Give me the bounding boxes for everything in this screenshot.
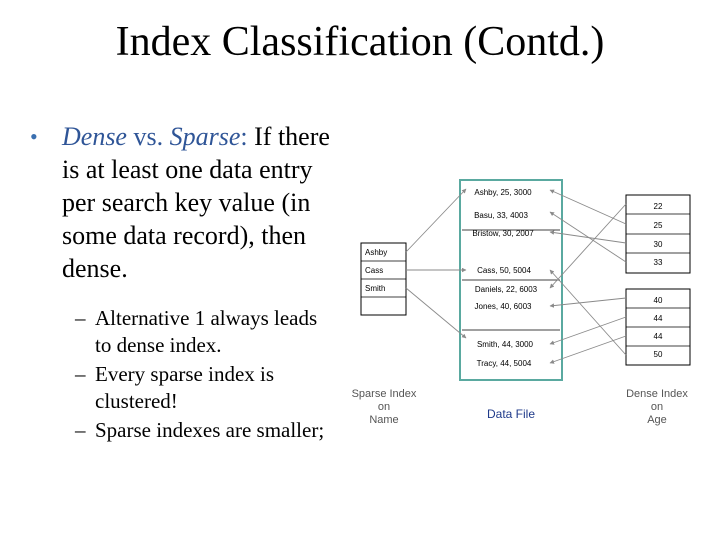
- sparse-entry: Ashby: [365, 248, 387, 257]
- bullet-block: • Dense vs. Sparse: If there is at least…: [30, 120, 330, 446]
- dense-entry: 44: [654, 332, 663, 341]
- dense-index-label: Dense Index: [626, 388, 688, 400]
- dense-index-label: on: [651, 401, 663, 413]
- dense-entry: 30: [654, 240, 663, 249]
- dense-pointer-arrows: [549, 189, 627, 364]
- sub-bullet: –Alternative 1 always leads to dense ind…: [75, 306, 318, 357]
- bullet-text: If there is at least one data entry per …: [62, 122, 330, 283]
- data-record: Smith, 44, 3000: [477, 340, 534, 349]
- term-dense: Dense: [62, 122, 127, 151]
- dense-entry: 40: [654, 296, 663, 305]
- vs-text: vs.: [126, 122, 170, 151]
- main-bullet: • Dense vs. Sparse: If there is at least…: [30, 120, 330, 285]
- term-sparse: Sparse: [169, 122, 241, 151]
- data-record: Cass, 50, 5004: [477, 266, 531, 275]
- dense-entry: 33: [654, 258, 663, 267]
- data-record: Basu, 33, 4003: [474, 211, 528, 220]
- dense-entry: 22: [654, 202, 663, 211]
- dense-entry: 25: [654, 221, 663, 230]
- sparse-index-label: on: [378, 401, 390, 413]
- dense-entry: 44: [654, 314, 663, 323]
- sub-bullet: –Every sparse index is clustered!: [75, 362, 275, 413]
- sparse-pointer-arrows: [405, 188, 467, 339]
- sub-bullet-list: –Alternative 1 always leads to dense ind…: [30, 305, 330, 444]
- data-record: Daniels, 22, 6003: [475, 285, 538, 294]
- sparse-index-label: Sparse Index: [352, 388, 417, 400]
- sparse-entry: Smith: [365, 284, 385, 293]
- dense-entry: 50: [654, 350, 663, 359]
- data-record: Tracy, 44, 5004: [477, 359, 532, 368]
- data-record: Jones, 40, 6003: [475, 302, 532, 311]
- slide-title: Index Classification (Contd.): [115, 19, 605, 65]
- data-file-label: Data File: [487, 407, 535, 421]
- sparse-entry: Cass: [365, 266, 383, 275]
- data-record: Ashby, 25, 3000: [474, 188, 532, 197]
- sub-bullet: –Sparse indexes are smaller;: [75, 418, 325, 442]
- colon-text: :: [240, 122, 248, 151]
- data-record: Bristow, 30, 2007: [472, 229, 534, 238]
- bullet-dot-icon: •: [30, 124, 38, 149]
- sparse-index-label: Name: [369, 414, 398, 426]
- dense-index-label: Age: [647, 414, 667, 426]
